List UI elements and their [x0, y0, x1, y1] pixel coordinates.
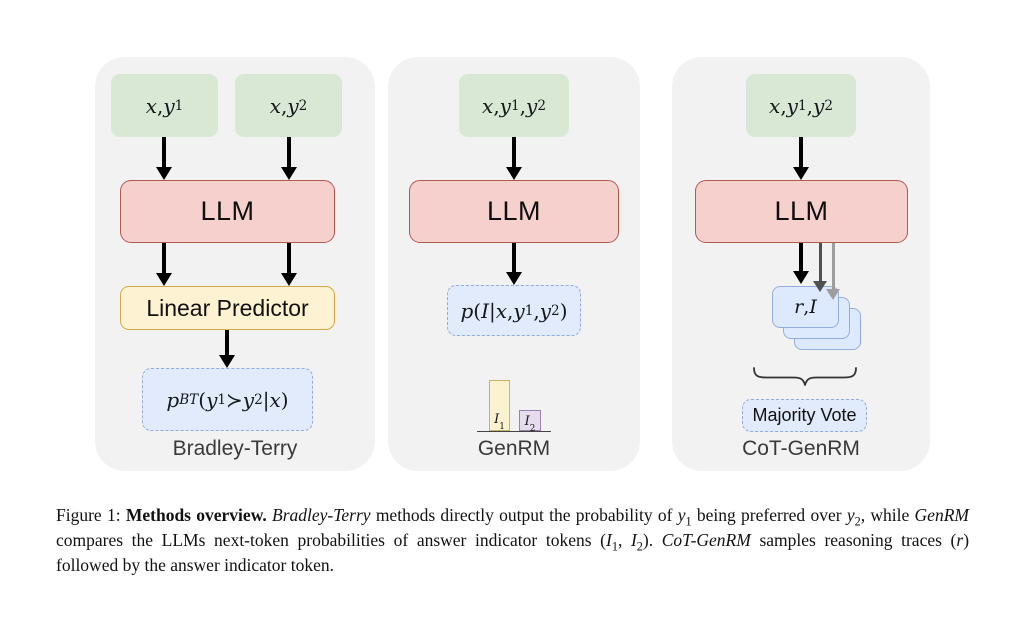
arrow-head: [281, 167, 297, 180]
arrow-down-icon: [506, 137, 522, 180]
sample-card-front: r, I: [772, 286, 839, 328]
arrow-head: [793, 271, 809, 284]
arrow-stem: [162, 137, 166, 167]
arrow-head: [156, 167, 172, 180]
bar-chart-baseline: [477, 431, 551, 432]
arrow-head: [793, 167, 809, 180]
arrow-down-icon: [506, 243, 522, 285]
arrow-down-lightgray-icon: [825, 243, 841, 300]
arrow-head: [506, 272, 522, 285]
llm-box: LLM: [409, 180, 619, 243]
arrow-head: [219, 355, 235, 368]
arrow-head: [281, 273, 297, 286]
arrow-down-icon: [156, 243, 172, 286]
arrow-down-icon: [793, 137, 809, 180]
arrow-stem: [799, 137, 803, 167]
arrow-down-icon: [281, 243, 297, 286]
arrow-stem: [225, 330, 229, 355]
linear-predictor-box: Linear Predictor: [120, 286, 335, 330]
arrow-down-icon: [219, 330, 235, 368]
arrow-stem: [512, 137, 516, 167]
arrow-head: [506, 167, 522, 180]
arrow-down-icon: [281, 137, 297, 180]
arrow-stem: [818, 243, 822, 281]
arrow-down-gray-icon: [812, 243, 828, 292]
arrow-stem: [512, 243, 516, 272]
arrow-stem: [831, 243, 835, 289]
arrow-head: [813, 281, 827, 292]
panel-label-genrm: GenRM: [477, 437, 551, 460]
arrow-head: [156, 273, 172, 286]
arrow-stem: [799, 243, 803, 271]
arrow-stem: [287, 137, 291, 167]
majority-vote-box: Majority Vote: [742, 399, 867, 432]
figure-caption: Figure 1: Methods overview. Bradley-Terr…: [56, 505, 970, 575]
llm-box: LLM: [695, 180, 908, 243]
arrow-down-icon: [156, 137, 172, 180]
arrow-head: [826, 289, 840, 300]
arrow-stem: [162, 243, 166, 273]
underbrace-icon: [753, 367, 857, 386]
arrow-stem: [287, 243, 291, 273]
panel-label-bradley-terry: Bradley-Terry: [172, 437, 298, 460]
llm-box: LLM: [120, 180, 335, 243]
panel-label-cot-genrm: CoT-GenRM: [742, 437, 860, 460]
arrow-down-icon: [793, 243, 809, 284]
